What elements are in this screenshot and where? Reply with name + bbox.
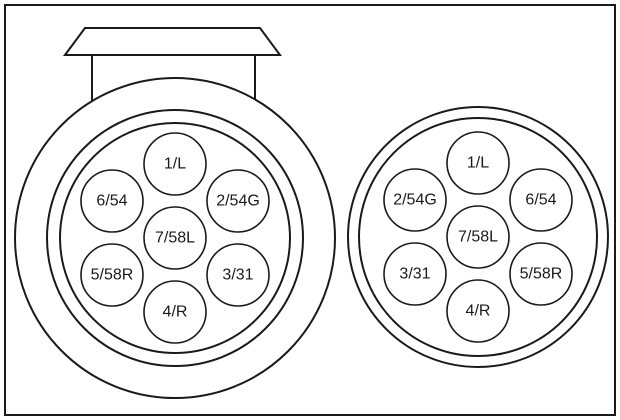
plug-pin-label: 3/31 [399, 266, 430, 283]
plug-connector: 1/L 2/54G 6/54 7/58L 3/31 5/58R 4/R [347, 106, 609, 368]
socket-pin-label: 6/54 [96, 193, 127, 210]
plug-pin-top [446, 131, 510, 195]
plug-pins: 1/L 2/54G 6/54 7/58L 3/31 5/58R 4/R [383, 131, 573, 343]
socket-connector: 1/L 6/54 2/54G 7/58L 5/58R 3/31 4/R [14, 27, 336, 399]
plug-pin-label: 2/54G [393, 192, 437, 209]
socket-pin-label: 7/58L [155, 230, 195, 247]
plug-pin-label: 1/L [467, 155, 489, 172]
socket-pin-bottom [143, 280, 207, 344]
socket-pins: 1/L 6/54 2/54G 7/58L 5/58R 3/31 4/R [80, 132, 270, 344]
plug-pin-label: 6/54 [525, 192, 556, 209]
plug-pin-lower-left [383, 242, 447, 306]
plug-pin-label: 5/58R [520, 266, 563, 283]
socket-pin-label: 2/54G [216, 193, 260, 210]
socket-pin-label: 4/R [163, 304, 188, 321]
socket-pin-label: 3/31 [222, 267, 253, 284]
socket-pin-lower-left [80, 243, 144, 307]
plug-pin-label: 7/58L [458, 229, 498, 246]
socket-pin-top [143, 132, 207, 196]
plug-pin-label: 4/R [466, 303, 491, 320]
plug-pin-upper-left [383, 168, 447, 232]
socket-housing-cap [63, 27, 282, 56]
socket-pin-upper-right [206, 169, 270, 233]
plug-pin-bottom [446, 279, 510, 343]
plug-pin-lower-right [509, 242, 573, 306]
socket-pin-upper-left [80, 169, 144, 233]
socket-pin-label: 5/58R [91, 267, 134, 284]
socket-pin-lower-right [206, 243, 270, 307]
socket-pin-center [143, 206, 207, 270]
plug-pin-center [446, 205, 510, 269]
plug-pin-upper-right [509, 168, 573, 232]
socket-pin-label: 1/L [164, 156, 186, 173]
